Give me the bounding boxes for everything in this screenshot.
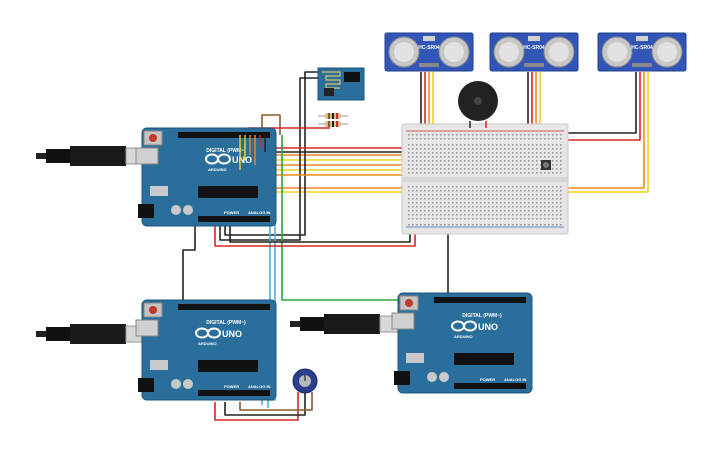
piezo-buzzer (458, 81, 498, 128)
digital-label: DIGITAL (PWM~) (462, 313, 502, 319)
arduino-board-bottom-right: DIGITAL (PWM~) UNO ARDUINO POWER ANALOG … (391, 292, 533, 394)
wire (182, 225, 196, 305)
breadboard (401, 123, 569, 235)
analog-label: ANALOG IN (248, 384, 271, 389)
resistor-2 (318, 121, 348, 127)
potentiometer[interactable] (292, 368, 318, 394)
ultrasonic-sensor-3: HC-SR04 (597, 32, 687, 72)
sensor-label: HC-SR04 (631, 45, 653, 51)
arduino-board-top: DIGITAL (PWM~) UNO ARDUINO POWER ANALOG … (135, 127, 277, 227)
wire (239, 392, 313, 411)
ultrasonic-sensor-1: HC-SR04 (384, 32, 474, 72)
sensor-label: HC-SR04 (418, 45, 440, 51)
sub-label: ARDUINO (454, 334, 473, 339)
power-label: POWER (480, 377, 495, 382)
analog-label: ANALOG IN (248, 210, 271, 215)
analog-label: ANALOG IN (504, 377, 527, 382)
sub-label: ARDUINO (208, 167, 227, 172)
arduino-board-bottom-left: DIGITAL (PWM~) UNO ARDUINO POWER ANALOG … (135, 299, 277, 401)
digital-label: DIGITAL (PWM~) (206, 320, 246, 326)
sensor-label: HC-SR04 (523, 45, 545, 51)
digital-label: DIGITAL (PWM~) (206, 148, 246, 154)
wifi-module (317, 67, 365, 101)
power-label: POWER (224, 210, 239, 215)
wire (224, 71, 320, 236)
sub-label: ARDUINO (198, 341, 217, 346)
brand-label: UNO (222, 329, 242, 339)
wire (556, 72, 637, 134)
wire (560, 72, 641, 141)
brand-label: UNO (478, 322, 498, 332)
wire (219, 77, 320, 241)
brand-label: UNO (232, 155, 252, 165)
power-label: POWER (224, 384, 239, 389)
ultrasonic-sensor-2: HC-SR04 (489, 32, 579, 72)
wire (214, 392, 299, 421)
breadboard-holes (408, 134, 562, 226)
resistor-1 (318, 113, 348, 119)
push-button-cap (543, 162, 549, 168)
header-wires (239, 135, 266, 170)
wire (224, 392, 306, 416)
